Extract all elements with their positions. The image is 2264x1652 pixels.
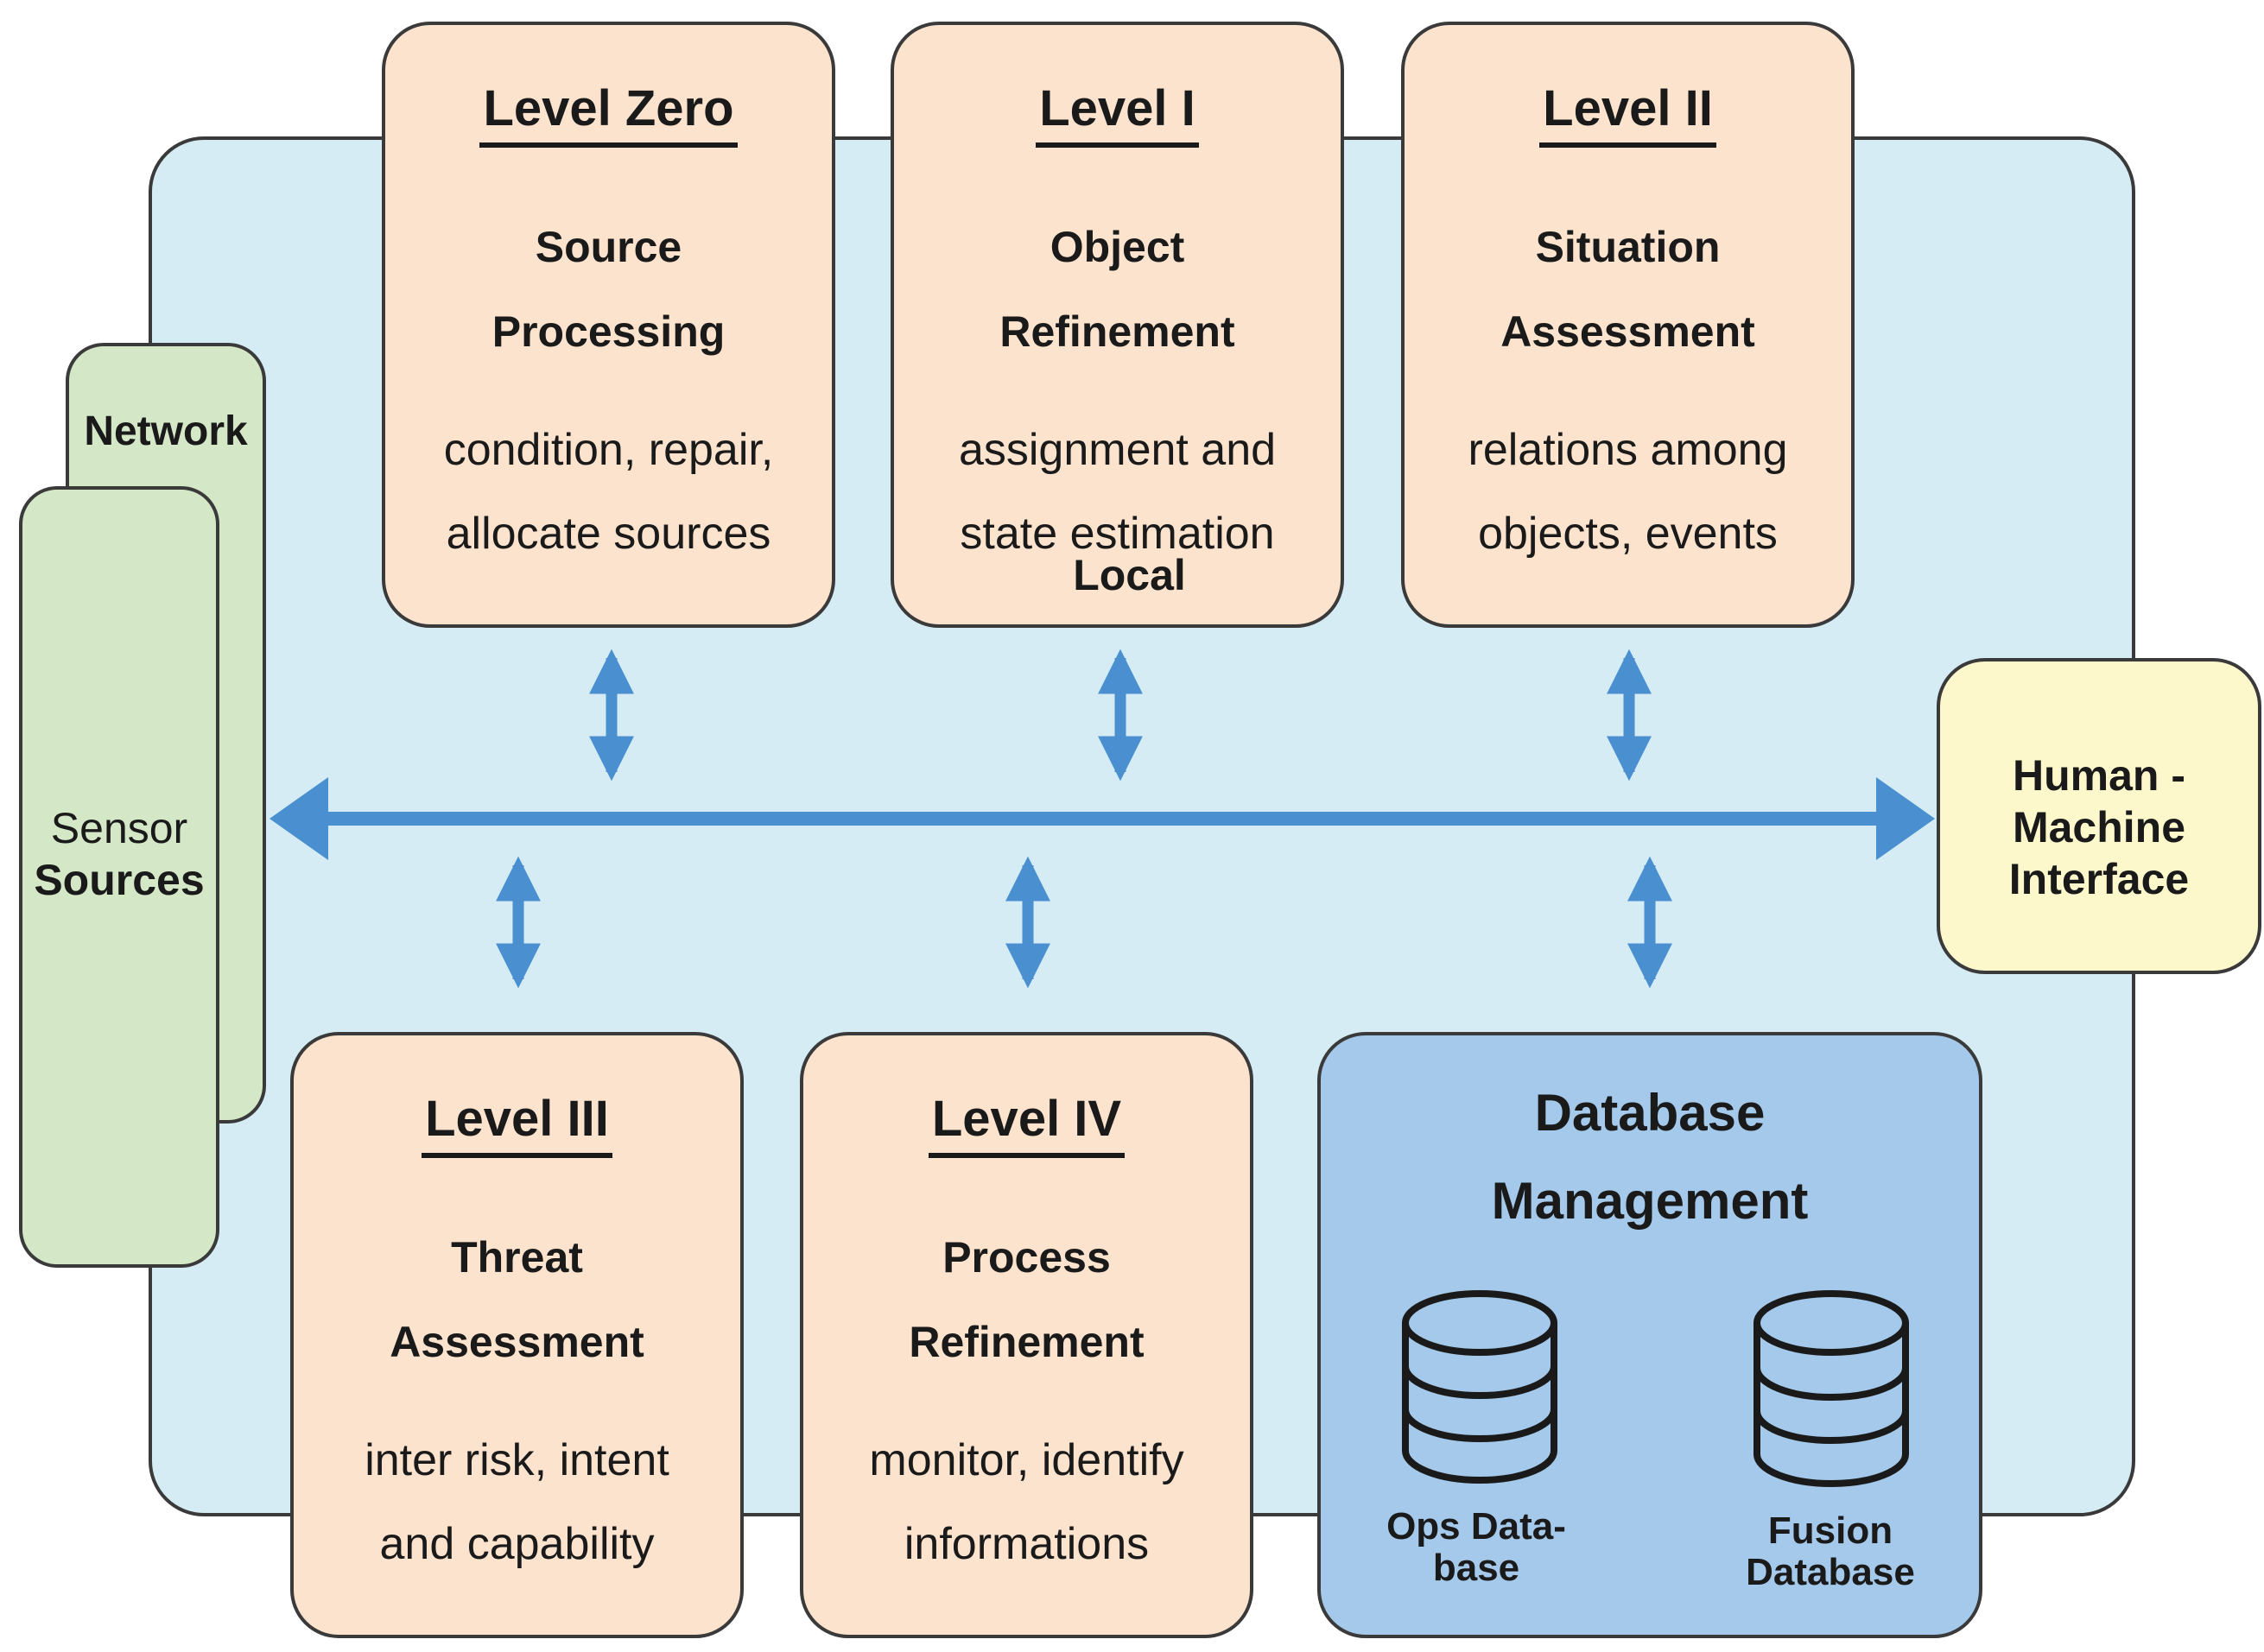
database-title-line2: Management xyxy=(1491,1172,1809,1230)
level-one-desc-line1: assignment and xyxy=(958,425,1277,475)
level-two-desc-line2: objects, events xyxy=(1478,509,1778,559)
level-zero-name-line1: Source xyxy=(535,223,682,271)
level-four-desc-line2: informations xyxy=(904,1519,1150,1569)
level-two-title: Level II xyxy=(1405,84,1851,148)
level-zero-desc-line2: allocate sources xyxy=(446,509,771,559)
fusion-database-label-line1: Fusion xyxy=(1767,1510,1893,1552)
level-four-name-line2: Refinement xyxy=(909,1318,1145,1366)
level-two-desc-line1: relations among xyxy=(1468,425,1788,475)
level-three-name-line2: Assessment xyxy=(390,1318,644,1366)
network-label: Network xyxy=(84,408,248,454)
level-two-name-line1: Situation xyxy=(1535,223,1721,271)
level-three-box: Level III Threat Assessment inter risk, … xyxy=(290,1032,744,1638)
main-bus-arrow xyxy=(270,777,1935,860)
level-one-local-label: Local xyxy=(1073,551,1186,599)
level-three-desc-line1: inter risk, intent xyxy=(365,1435,669,1485)
level-four-box: Level IV Process Refinement monitor, ide… xyxy=(800,1032,1253,1638)
level-one-name-line2: Refinement xyxy=(999,307,1235,356)
level-zero-desc-line1: condition, repair, xyxy=(443,425,774,475)
level-four-name-line1: Process xyxy=(942,1233,1111,1282)
ops-database-icon xyxy=(1402,1290,1557,1484)
level-two-name-line2: Assessment xyxy=(1500,307,1755,356)
sensor-sources-tab: Sensor Sources xyxy=(19,486,219,1268)
level-zero-title: Level Zero xyxy=(385,84,832,148)
human-machine-interface-box: Human - Machine Interface xyxy=(1937,658,2261,974)
level-one-desc-line2: state estimation xyxy=(960,509,1275,559)
level-four-desc-line1: monitor, identify xyxy=(869,1435,1184,1485)
sensor-label-line1: Sensor xyxy=(50,804,188,852)
level-three-name-line1: Threat xyxy=(451,1233,583,1282)
hmi-label-line3: Interface xyxy=(2008,855,2190,903)
level-three-desc-line2: and capability xyxy=(379,1519,655,1569)
hmi-label-line2: Machine xyxy=(2012,803,2186,851)
fusion-database-icon xyxy=(1753,1290,1909,1487)
database-title-line1: Database xyxy=(1534,1084,1766,1142)
hmi-label-line1: Human - xyxy=(2013,751,2185,800)
ops-database-label-line2: base xyxy=(1432,1547,1520,1589)
level-four-title: Level IV xyxy=(803,1094,1250,1158)
level-one-box: Level I Object Refinement assignment and… xyxy=(891,22,1344,628)
fusion-database-label-line2: Database xyxy=(1746,1551,1915,1593)
level-three-title: Level III xyxy=(294,1094,740,1158)
level-two-box: Level II Situation Assessment relations … xyxy=(1401,22,1855,628)
level-one-title: Level I xyxy=(894,84,1341,148)
level-zero-name-line2: Processing xyxy=(491,307,726,356)
ops-database-label-line1: Ops Data- xyxy=(1386,1505,1566,1548)
level-one-name-line1: Object xyxy=(1050,223,1185,271)
sensor-label-line2: Sources xyxy=(34,856,205,904)
level-zero-box: Level Zero Source Processing condition, … xyxy=(382,22,835,628)
